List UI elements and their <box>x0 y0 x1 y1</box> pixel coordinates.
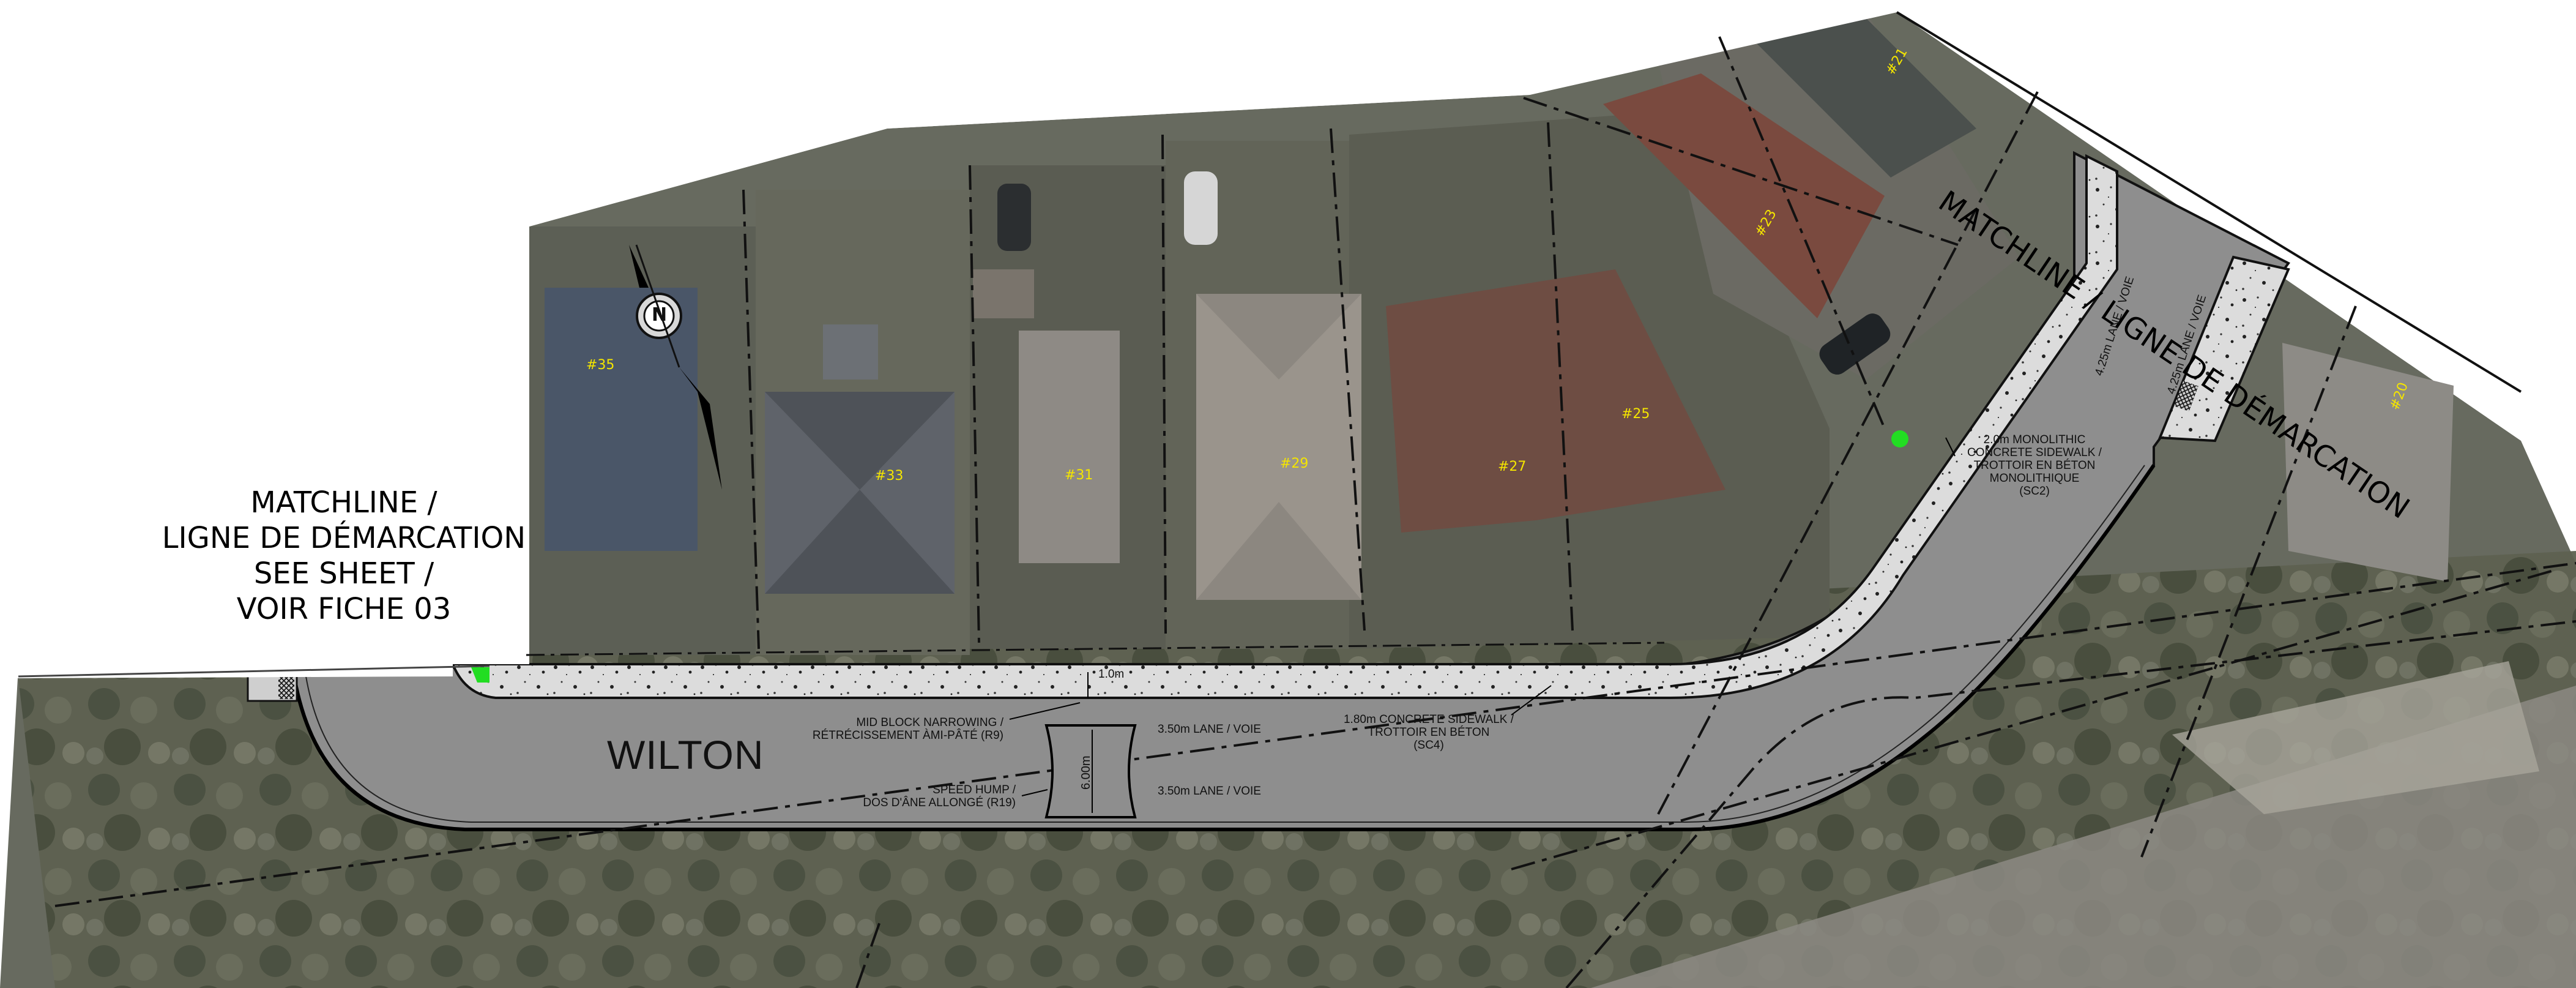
south-curb-line <box>292 464 2156 831</box>
matchline-left-line: LIGNE DE DÉMARCATION <box>162 521 526 555</box>
roof-29-hip <box>1196 294 1361 600</box>
matchline-left-line: VOIR FICHE 03 <box>236 592 452 626</box>
street-name: WILTON <box>607 732 764 777</box>
house-number: #31 <box>1065 468 1093 483</box>
roof-23 <box>1603 73 1885 318</box>
house-number: #27 <box>1498 459 1527 474</box>
parked-car <box>1819 313 1891 375</box>
matchline-right-edge <box>1896 11 2522 393</box>
lane-south-label: 3.50m LANE / VOIE <box>1158 785 1261 798</box>
hump-width-label: 6.00m <box>1079 755 1093 790</box>
matchline-left-edge <box>18 665 490 678</box>
speed-hump-line: SPEED HUMP / <box>932 784 1016 796</box>
north-arrow-icon <box>629 244 722 490</box>
parked-car-3 <box>997 184 1031 251</box>
south-curb-line-inner <box>305 465 2145 823</box>
parked-car-2 <box>1184 171 1218 245</box>
sidewalk-sc4-line: 1.80m CONCRETE SIDEWALK / <box>1343 713 1514 726</box>
mid-block-line: RÉTRÉCISSEMENT ÀMI-PÂTÉ (R9) <box>812 729 1003 742</box>
north-arrow-letter: N <box>652 304 668 326</box>
rocky-bank <box>2172 661 2539 814</box>
roof-31 <box>1019 331 1120 563</box>
roof-33-dormer <box>823 324 878 380</box>
matchline-left-label: MATCHLINE / LIGNE DE DÉMARCATION SEE SHE… <box>160 485 527 627</box>
speed-hump-line: DOS D'ÂNE ALLONGÉ (R19) <box>863 796 1016 809</box>
house-number: #33 <box>875 468 904 484</box>
sidewalk-sc2-line: 2.0m MONOLITHIC <box>1983 433 2086 446</box>
sidewalk-sc2-line: (SC2) <box>2019 485 2050 498</box>
house-number: #29 <box>1280 456 1309 471</box>
speed-hump-label: SPEED HUMP / DOS D'ÂNE ALLONGÉ (R19) <box>765 784 1016 809</box>
sidewalk-sc4 <box>451 154 2118 699</box>
matchline-left-line: MATCHLINE / <box>250 485 437 520</box>
sidewalk-sc2-line: TROTTOIR EN BÉTON <box>1973 459 2096 472</box>
sidewalk-sc2-line: CONCRETE SIDEWALK / <box>1967 446 2102 459</box>
sidewalk-sc4-line: TROTTOIR EN BÉTON <box>1368 726 1490 739</box>
roof-20 <box>2282 343 2454 582</box>
sidewalk-sc2-line: MONOLITHIQUE <box>1989 472 2080 485</box>
matchline-right-inset <box>1897 0 2576 392</box>
mid-block-line: MID BLOCK NARROWING / <box>856 716 1003 729</box>
leader-lines <box>1009 437 1956 796</box>
green-marker-east <box>1891 430 1908 447</box>
roof-31-annex <box>973 269 1034 318</box>
sc2-hatch <box>2174 380 2198 412</box>
house-number: #25 <box>1621 406 1650 422</box>
offset-label: 1.0m <box>1098 668 1125 681</box>
roof-21 <box>1750 18 1976 178</box>
mid-block-narrowing-label: MID BLOCK NARROWING / RÉTRÉCISSEMENT ÀMI… <box>728 716 1003 742</box>
sidewalk-sc4-line: (SC4) <box>1413 739 1444 752</box>
sidewalk-sc2-label: 2.0m MONOLITHIC CONCRETE SIDEWALK / TROT… <box>1943 433 2126 498</box>
road-centreline-crossings <box>855 620 2576 988</box>
lane-north-label: 3.50m LANE / VOIE <box>1158 723 1261 736</box>
sidewalk-sc4-label: 1.80m CONCRETE SIDEWALK / TROTTOIR EN BÉ… <box>1319 713 1539 752</box>
top-left-white <box>0 0 1897 429</box>
matchline-left-line: SEE SHEET / <box>253 556 434 591</box>
speed-hump <box>1044 724 1137 818</box>
property-lines <box>54 36 2576 907</box>
house-number: #35 <box>586 357 615 373</box>
matchline-inset <box>0 429 529 678</box>
roof-33-hip <box>765 392 955 594</box>
roof-27-25 <box>1386 269 1725 533</box>
green-marker-west <box>471 667 490 683</box>
